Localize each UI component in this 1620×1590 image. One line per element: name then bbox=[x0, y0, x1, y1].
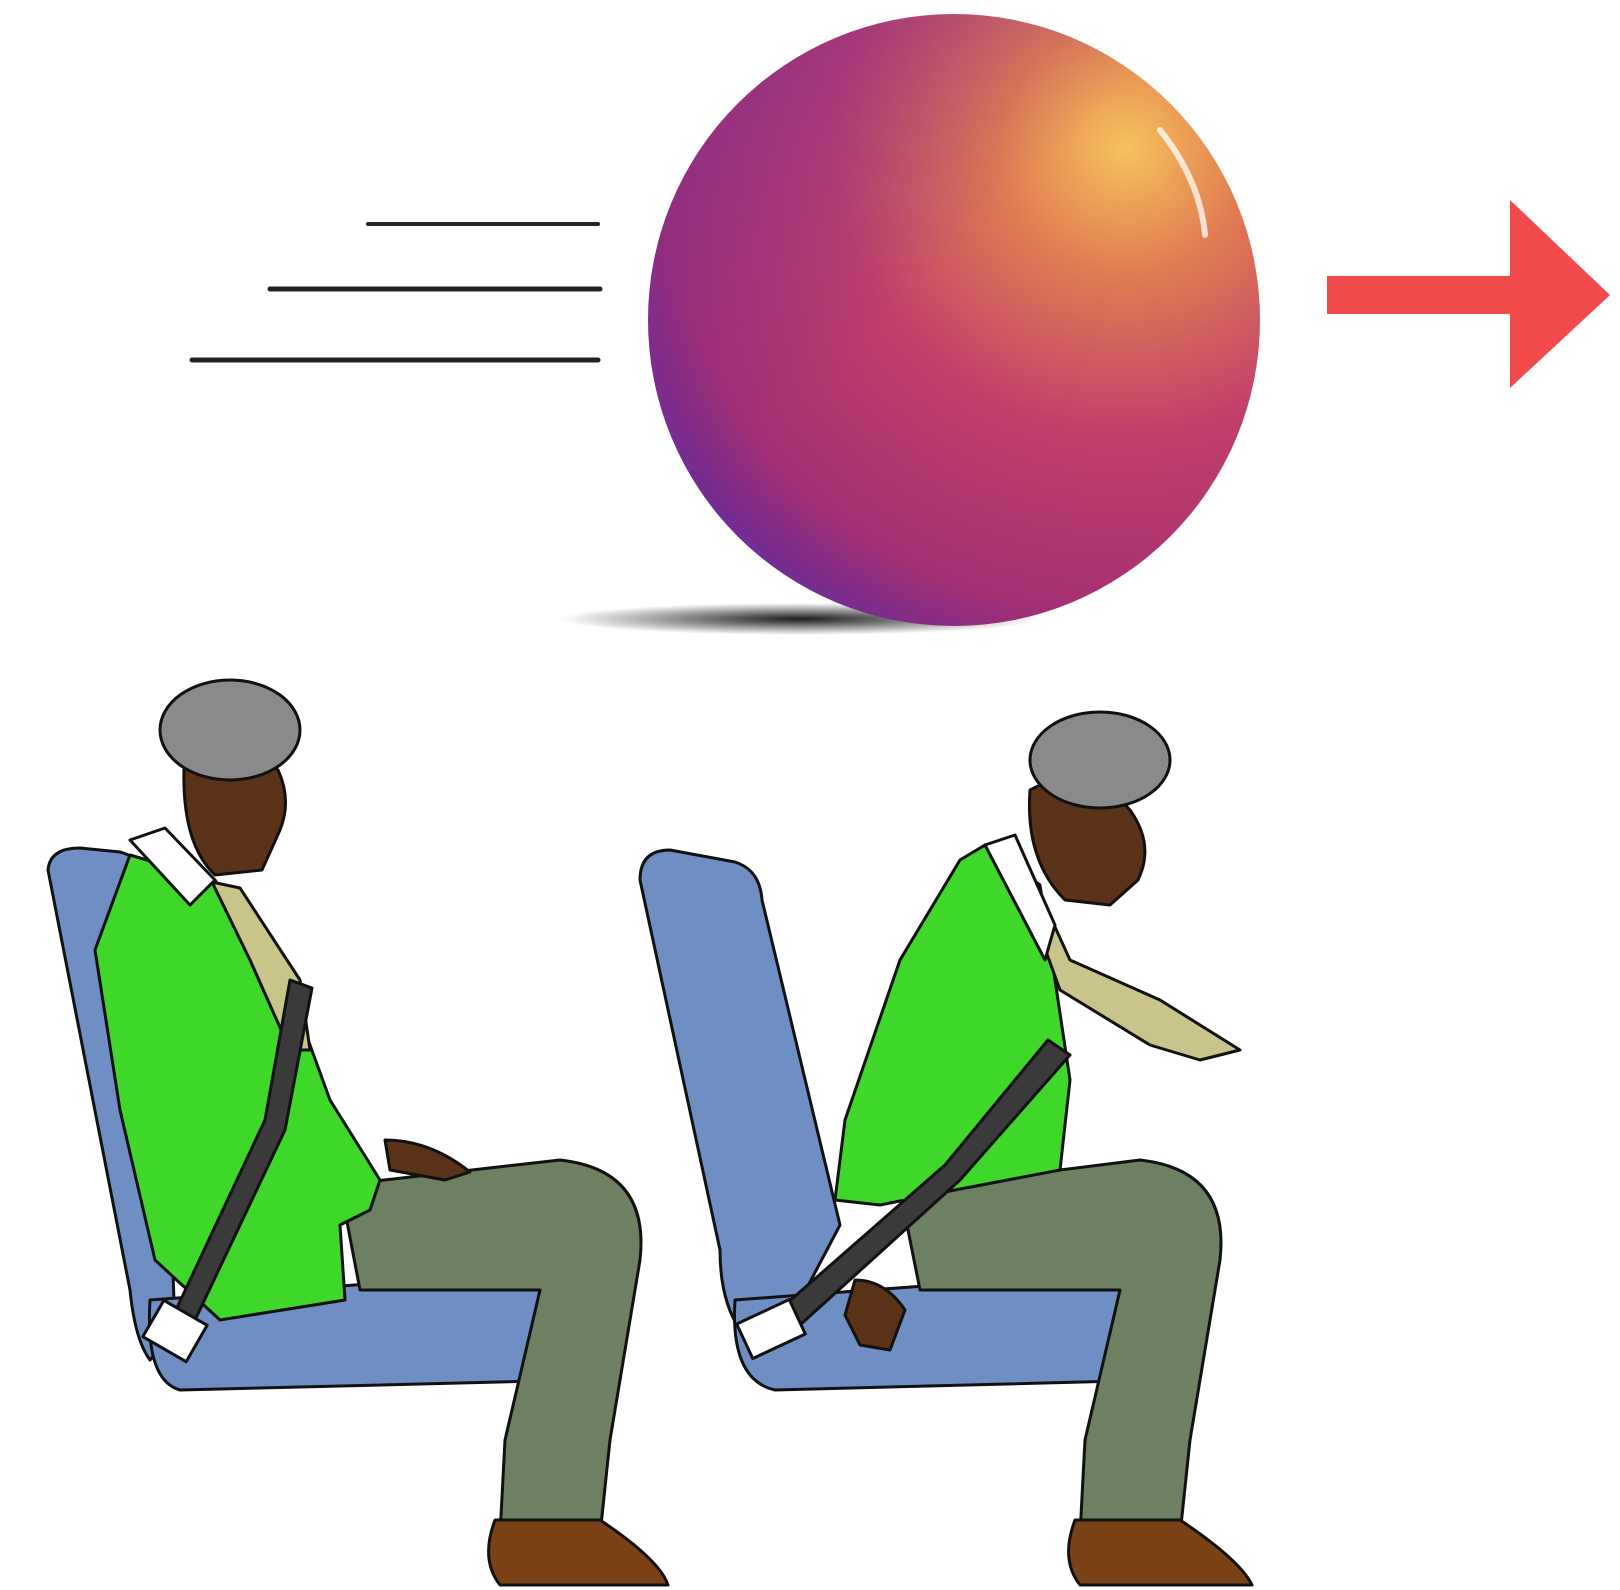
tie bbox=[1040, 905, 1240, 1060]
motion-lines-icon bbox=[192, 224, 600, 360]
ball-icon bbox=[648, 14, 1260, 626]
seated-passenger-leaning bbox=[640, 712, 1252, 1585]
shoe bbox=[1069, 1520, 1252, 1585]
seated-passenger-upright bbox=[48, 680, 668, 1585]
seat-back bbox=[640, 850, 840, 1330]
arrow-right-icon bbox=[1327, 200, 1610, 388]
shoe bbox=[489, 1520, 668, 1585]
hair bbox=[160, 680, 300, 780]
hair bbox=[1030, 712, 1170, 808]
hand bbox=[385, 1140, 470, 1180]
